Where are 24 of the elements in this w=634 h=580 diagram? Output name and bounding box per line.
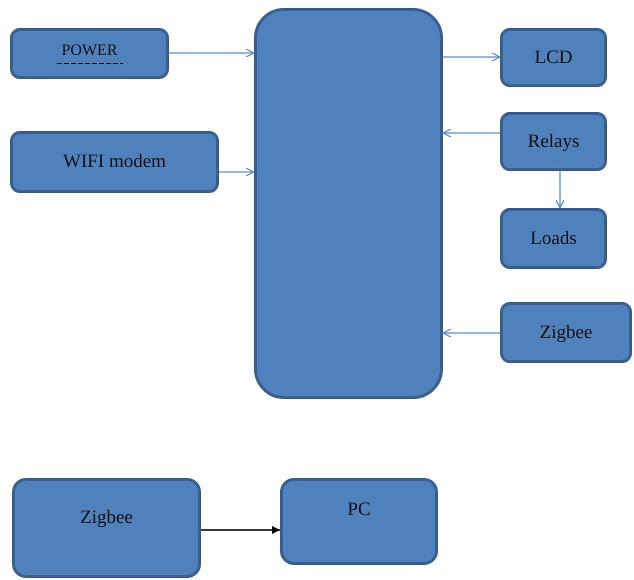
block-box: [500, 208, 607, 269]
arrow: [219, 167, 255, 177]
block-box: [500, 28, 607, 87]
block-label: Zigbee: [540, 322, 592, 344]
block-box: [12, 478, 201, 578]
process-block: [254, 8, 443, 399]
arrow: [442, 328, 500, 338]
block-box: [500, 112, 607, 171]
block-label: LCD: [534, 46, 572, 68]
arrow: [443, 52, 501, 62]
arrow: [555, 171, 565, 209]
block-label: POWER: [62, 42, 118, 61]
block-label: PC: [347, 499, 371, 521]
arrow: [442, 128, 500, 138]
block-box: [10, 131, 219, 193]
arrow: [169, 48, 255, 58]
block-label: Relays: [528, 130, 580, 152]
block-box: [280, 478, 438, 565]
block-box: [10, 28, 169, 79]
arrow: [201, 526, 280, 534]
block-label: Zigbee: [80, 507, 133, 529]
block-label: WIFI modem: [63, 151, 166, 173]
block-label: Loads: [530, 228, 577, 250]
block-box: [500, 302, 632, 363]
